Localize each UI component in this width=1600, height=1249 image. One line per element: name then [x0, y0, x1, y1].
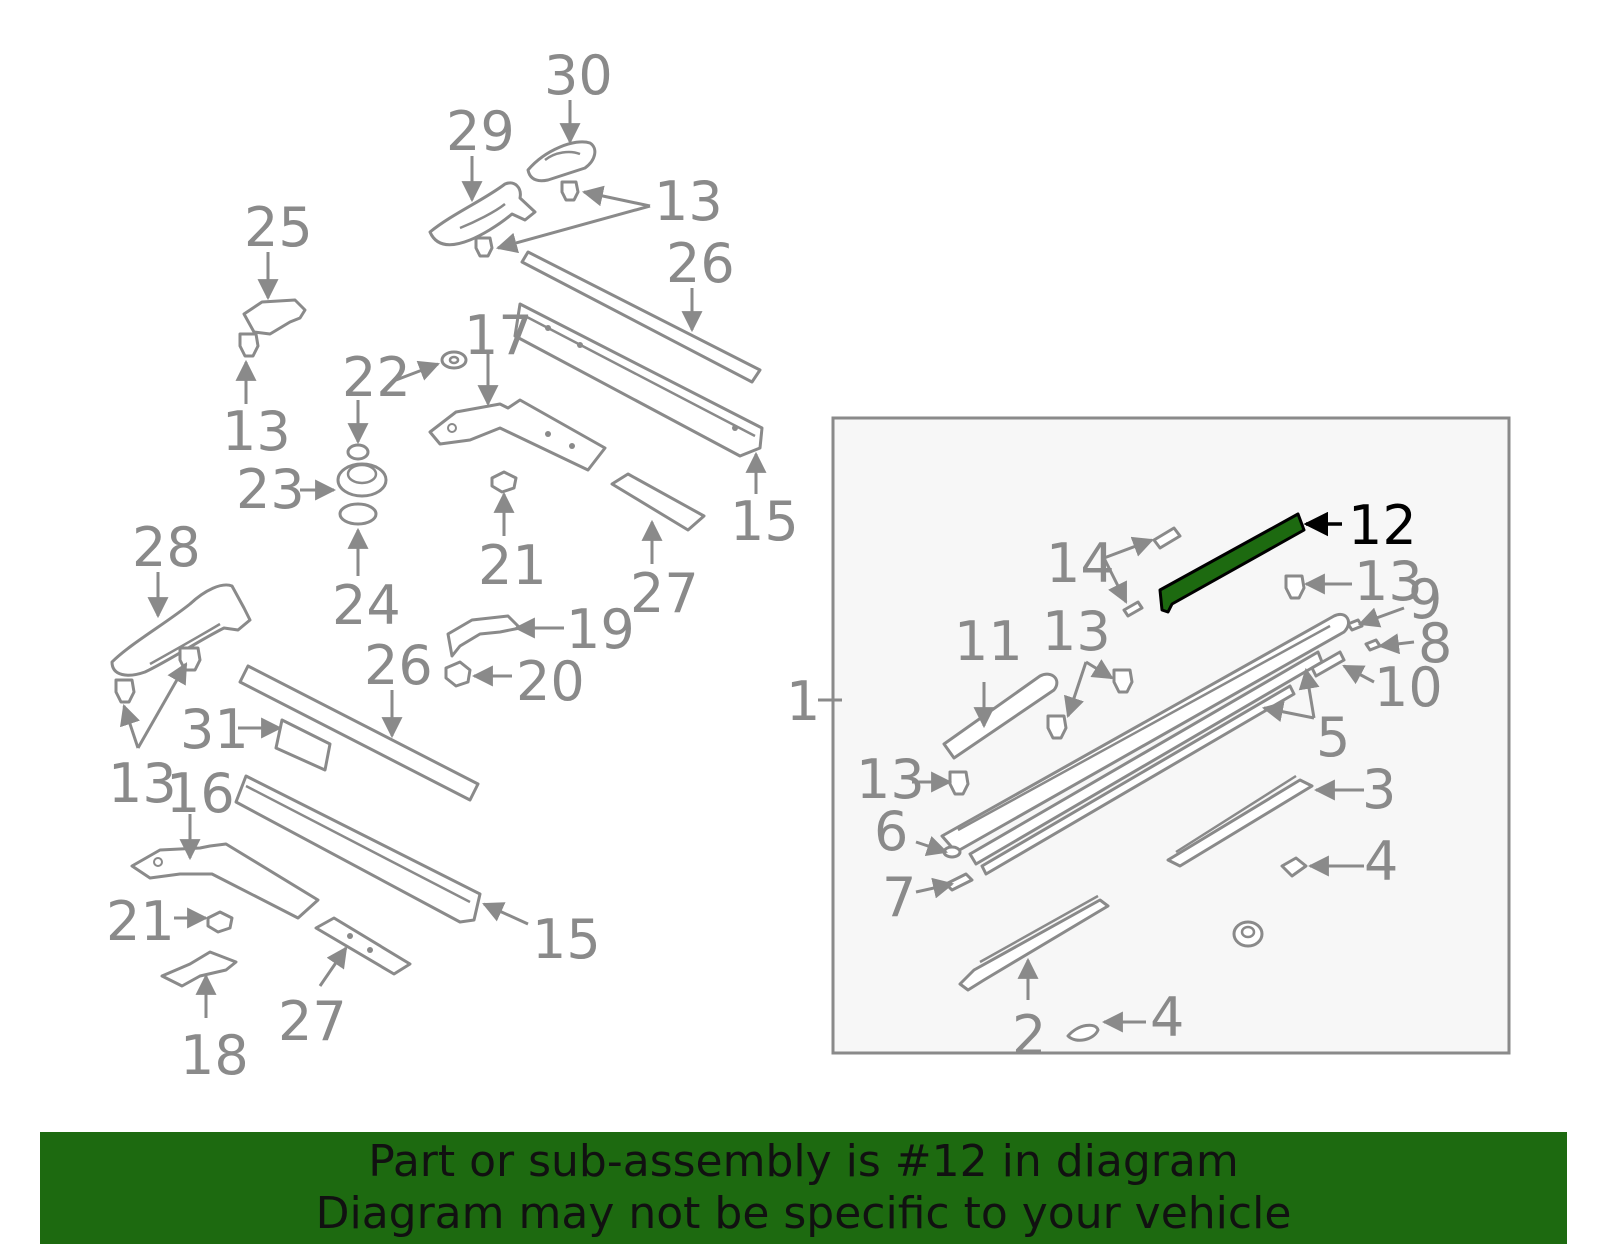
- callout-20: 20: [516, 650, 585, 713]
- callout-11: 11: [954, 610, 1023, 673]
- callout-29: 29: [446, 100, 515, 163]
- callout-3: 3: [1362, 758, 1396, 821]
- clip-13-top-a[interactable]: [560, 180, 580, 202]
- part-4-lower[interactable]: [1066, 1023, 1100, 1042]
- callout-22: 22: [342, 346, 411, 409]
- callout-25: 25: [244, 196, 313, 259]
- clip-13-right-c[interactable]: [1046, 714, 1068, 740]
- part-6[interactable]: [942, 845, 962, 859]
- callout-6: 6: [874, 800, 908, 863]
- subassembly-box: [831, 416, 1511, 1055]
- callout-8: 8: [1418, 612, 1452, 675]
- callout-19: 19: [566, 598, 635, 661]
- callout-13-right-b: 13: [1042, 600, 1111, 663]
- callout-2: 2: [1012, 1004, 1046, 1067]
- banner-line-1: Part or sub-assembly is #12 in diagram: [368, 1136, 1239, 1187]
- part-12-highlighted[interactable]: [1158, 512, 1306, 614]
- callout-4-upper: 4: [1364, 830, 1398, 893]
- callout-9: 9: [1408, 568, 1442, 631]
- clip-13-right-b[interactable]: [1112, 668, 1134, 694]
- callout-15-upper: 15: [730, 490, 799, 553]
- part-2-bracket[interactable]: [958, 898, 1110, 992]
- callout-24: 24: [332, 574, 401, 637]
- part-21-nut-lower[interactable]: [206, 910, 234, 934]
- info-banner: Part or sub-assembly is #12 in diagram D…: [40, 1132, 1567, 1244]
- clip-13-left-b[interactable]: [114, 678, 136, 704]
- callout-10: 10: [1374, 656, 1443, 719]
- clip-13-right-d[interactable]: [948, 770, 970, 796]
- part-27-plate-lower[interactable]: [314, 916, 412, 976]
- part-main-rail[interactable]: [940, 613, 1350, 854]
- callout-1: 1: [786, 670, 820, 733]
- callout-18: 18: [180, 1024, 249, 1087]
- part-28-bracket[interactable]: [110, 583, 252, 677]
- callout-5: 5: [1316, 706, 1350, 769]
- callout-15-lower: 15: [532, 908, 601, 971]
- part-24-washer[interactable]: [338, 502, 378, 526]
- clip-13-right-a[interactable]: [1284, 574, 1306, 600]
- callout-17: 17: [464, 304, 533, 367]
- part-11-molding[interactable]: [942, 672, 1059, 760]
- callout-26-upper: 26: [666, 232, 735, 295]
- callout-13-right-c: 13: [856, 748, 925, 811]
- part-27-plate-upper[interactable]: [610, 472, 706, 532]
- callout-13-right-a: 13: [1354, 550, 1423, 613]
- callout-27-lower: 27: [278, 990, 347, 1053]
- callout-30: 30: [544, 44, 613, 107]
- part-20-nut[interactable]: [444, 660, 472, 688]
- callout-31: 31: [180, 698, 249, 761]
- part-29-bracket[interactable]: [428, 181, 537, 247]
- callout-13-left-lower: 13: [108, 752, 177, 815]
- callout-21-lower: 21: [106, 890, 175, 953]
- callout-28: 28: [132, 516, 201, 579]
- part-18-bracket[interactable]: [160, 950, 238, 988]
- part-31-pad[interactable]: [274, 718, 332, 772]
- part-21-nut-upper[interactable]: [490, 470, 518, 494]
- callout-4-lower: 4: [1150, 986, 1184, 1049]
- clip-13-top-b[interactable]: [474, 236, 494, 258]
- leader-arrows: [120, 100, 1415, 1033]
- callout-12-highlighted: 12: [1348, 494, 1417, 557]
- part-19-bracket[interactable]: [446, 614, 522, 658]
- part-nut[interactable]: [1232, 920, 1264, 948]
- part-23-grommet[interactable]: [336, 462, 388, 498]
- part-26-rail-lower[interactable]: [238, 664, 480, 802]
- callout-13-left-upper: 13: [222, 400, 291, 463]
- part-22-washer[interactable]: [440, 350, 468, 370]
- callout-27-upper: 27: [630, 562, 699, 625]
- callout-21-upper: 21: [478, 534, 547, 597]
- callout-16: 16: [166, 762, 235, 825]
- part-14-pad[interactable]: [1152, 526, 1182, 550]
- callout-26-lower: 26: [364, 634, 433, 697]
- callout-23: 23: [236, 458, 305, 521]
- part-25-bracket[interactable]: [242, 298, 307, 336]
- part-5-strip-b[interactable]: [980, 684, 1296, 876]
- part-3-bracket[interactable]: [1166, 778, 1314, 868]
- callout-13-top: 13: [654, 170, 723, 233]
- clip-13-left-upper[interactable]: [238, 332, 260, 358]
- callout-14: 14: [1046, 532, 1115, 595]
- banner-line-2: Diagram may not be specific to your vehi…: [315, 1188, 1292, 1239]
- part-4-upper[interactable]: [1280, 856, 1308, 878]
- part-30-cap[interactable]: [526, 140, 597, 183]
- callout-7: 7: [882, 866, 916, 929]
- part-17-bracket[interactable]: [428, 398, 607, 472]
